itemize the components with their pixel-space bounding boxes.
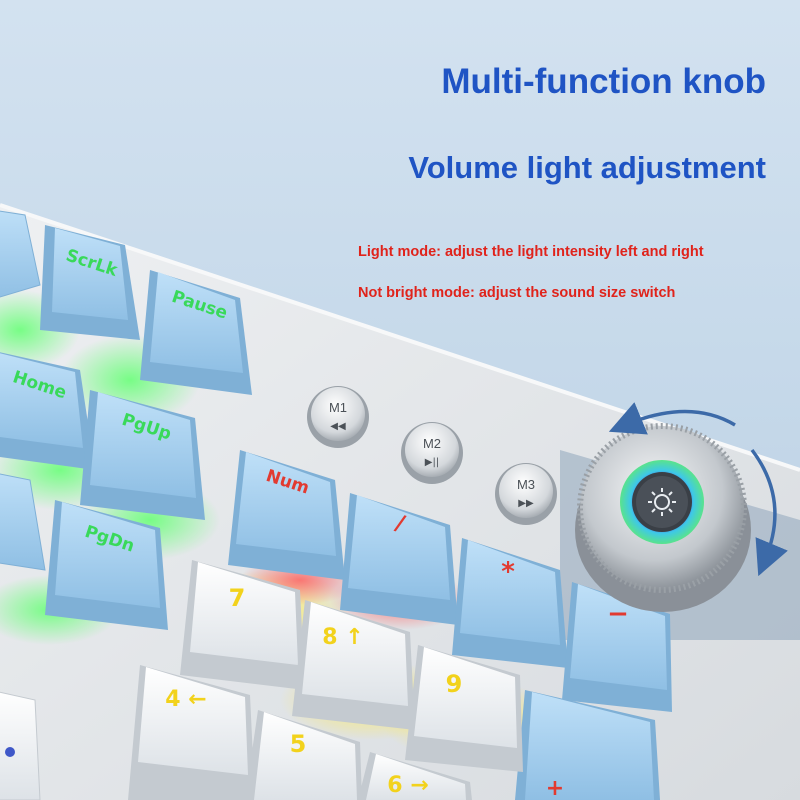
multi-function-knob bbox=[575, 423, 751, 612]
key-pause bbox=[140, 270, 252, 395]
key-label-6: 6 → bbox=[387, 773, 428, 798]
media-button-m1-label: M1 bbox=[329, 400, 347, 415]
media-button-m3-label: M3 bbox=[517, 477, 535, 492]
key-label-9: 9 bbox=[446, 670, 463, 698]
key-5 bbox=[245, 710, 362, 800]
key-minus bbox=[562, 582, 672, 712]
key-6 bbox=[358, 752, 472, 800]
key-partial-top bbox=[0, 210, 41, 298]
key-plus bbox=[515, 690, 660, 800]
key-9 bbox=[405, 645, 523, 772]
page-title: Multi-function knob bbox=[441, 62, 766, 101]
key-label-5: 5 bbox=[290, 730, 307, 758]
media-button-m2-label: M2 bbox=[423, 436, 441, 451]
media-button-m3: M3 ▶▶ bbox=[495, 463, 557, 525]
media-button-m2: M2 ▶|| bbox=[401, 422, 463, 484]
key-label-4: 4 ← bbox=[165, 687, 206, 712]
media-button-m1: M1 ◀◀ bbox=[307, 386, 369, 448]
key-scrlk bbox=[40, 225, 140, 340]
key-label-8: 8 ↑ bbox=[322, 625, 363, 650]
key-7 bbox=[180, 560, 305, 690]
key-label-plus: + bbox=[546, 776, 564, 800]
key-pgup bbox=[80, 390, 205, 520]
not-bright-mode-note: Not bright mode: adjust the sound size s… bbox=[358, 285, 676, 301]
key-partial-bottom bbox=[0, 691, 41, 800]
rotate-down-arrow-icon bbox=[750, 448, 788, 577]
light-icon bbox=[648, 488, 676, 516]
play-pause-icon: ▶|| bbox=[425, 457, 439, 468]
rewind-icon: ◀◀ bbox=[330, 421, 346, 432]
page-subtitle: Volume light adjustment bbox=[408, 150, 766, 185]
key-label-minus: − bbox=[607, 599, 629, 629]
key-slash bbox=[340, 493, 458, 625]
rotate-left-arrow-icon bbox=[608, 402, 736, 435]
key-pgdn bbox=[45, 500, 168, 630]
key-label-7: 7 bbox=[229, 584, 246, 612]
key-4 bbox=[128, 665, 255, 800]
light-mode-note: Light mode: adjust the light intensity l… bbox=[358, 244, 704, 260]
fast-forward-icon: ▶▶ bbox=[518, 498, 534, 509]
key-num bbox=[228, 450, 345, 580]
key-asterisk bbox=[452, 538, 568, 668]
key-partial-left bbox=[0, 473, 46, 571]
key-8 bbox=[292, 600, 415, 730]
key-home bbox=[0, 352, 95, 470]
key-label-asterisk: * bbox=[501, 557, 515, 587]
